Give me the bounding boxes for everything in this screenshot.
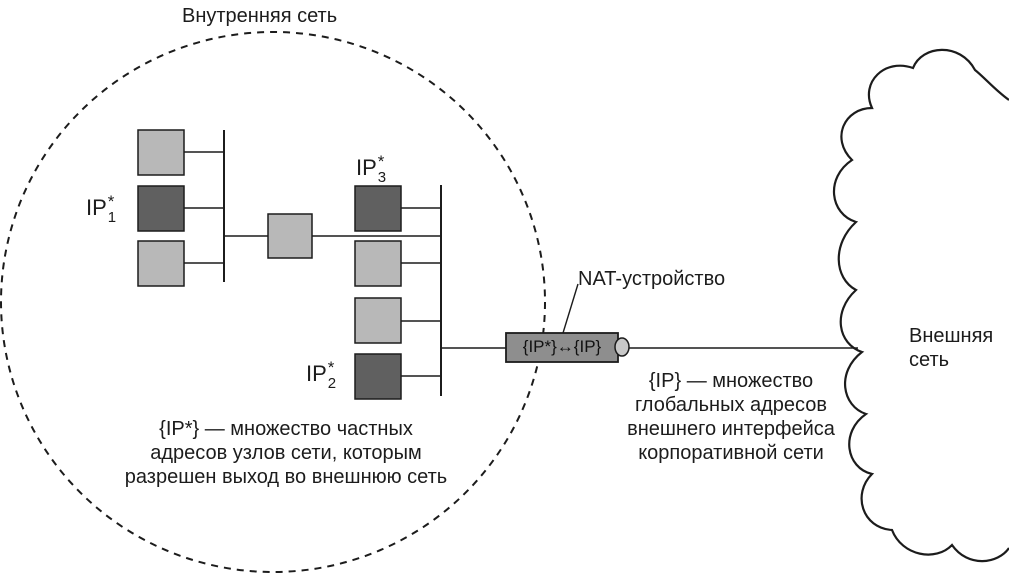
host-node-ip2 [354, 353, 402, 400]
private-addresses-caption: {IP*} — множество частных адресов узлов … [124, 418, 448, 488]
inner-network-boundary [0, 31, 546, 573]
ip2-label: IP*2 [306, 358, 337, 392]
host-node [137, 129, 185, 176]
ip3-label: IP*3 [356, 152, 387, 186]
nat-device-label: NAT-устройство [578, 268, 726, 290]
external-cloud [833, 48, 1009, 563]
global-addresses-caption: {IP} — множество глобальных адресов внеш… [627, 370, 835, 464]
host-node [354, 297, 402, 344]
host-node [354, 240, 402, 287]
nat-label-leader [562, 283, 579, 334]
host-node-ip1 [137, 185, 185, 232]
ip1-label: IP*1 [86, 192, 117, 226]
inner-network-title: Внутренняя сеть [182, 5, 338, 27]
host-node [137, 240, 185, 287]
nat-interface-port [614, 337, 630, 357]
nat-mapping-text: {IP*}↔{IP} [522, 337, 602, 356]
host-node-ip3 [354, 185, 402, 232]
external-network-label: Внешняя сеть [909, 325, 994, 371]
router-node [267, 213, 313, 259]
